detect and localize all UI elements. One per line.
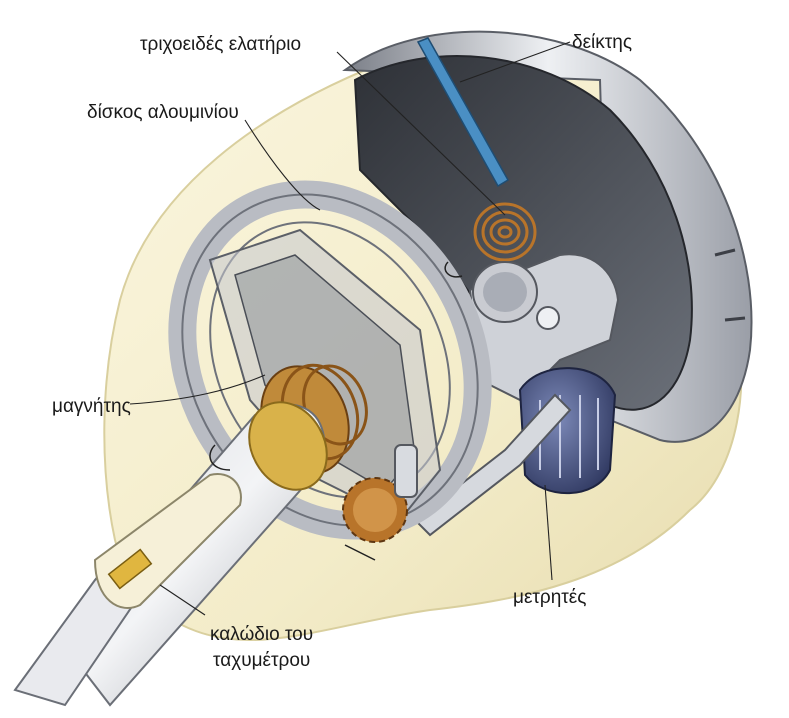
shaft-brass-face — [248, 401, 328, 491]
bracket-screw — [536, 306, 560, 330]
leader-lines — [129, 41, 571, 616]
label-pointer: δείκτης — [572, 32, 632, 53]
label-aluminium-disc: δίσκος αλουμινίου — [87, 102, 239, 123]
hair-spring — [473, 202, 537, 262]
upper-gear — [472, 261, 538, 323]
pointer-needle — [416, 37, 510, 188]
lower-gear — [342, 444, 418, 543]
label-counter: μετρητές — [513, 587, 586, 608]
label-cable-line1: καλώδιο του — [210, 624, 313, 645]
counter-arm — [413, 393, 572, 537]
label-cable-line2: ταχυμέτρου — [213, 650, 310, 671]
aluminium-disc — [168, 180, 492, 540]
rotation-arrows — [209, 261, 463, 561]
speedometer-cable — [13, 473, 242, 707]
bezel-notches — [714, 248, 746, 322]
label-hair-spring: τριχοειδές ελατήριο — [140, 34, 301, 55]
label-magnet: μαγνήτης — [52, 396, 131, 417]
